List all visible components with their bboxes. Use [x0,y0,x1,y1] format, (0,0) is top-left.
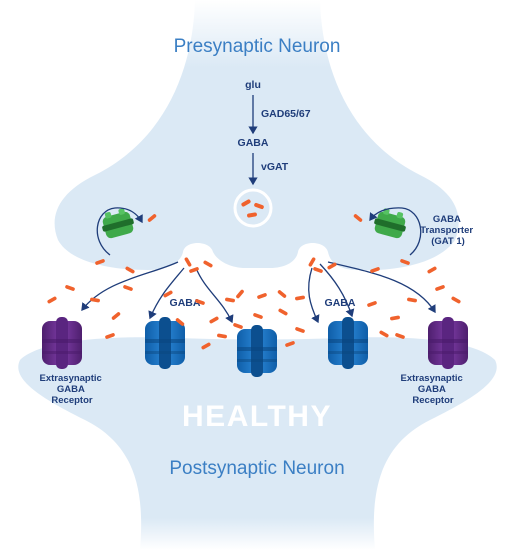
gaba-molecule [295,327,305,333]
gaba-molecule [236,289,244,299]
gaba-molecule [209,316,219,324]
gaba-molecule [313,267,323,273]
transporter-left-arrow [96,207,143,256]
release-arrow-left-1 [81,261,179,312]
gaba-molecule [427,266,437,274]
gaba-molecule [201,342,211,350]
gaba-molecule [277,290,287,298]
release-arrow-right-2 [319,263,355,318]
transporter-label: GABA Transporter (GAT 1) [420,214,475,247]
vgat-label: vGAT [261,161,289,173]
gaba-molecule [111,312,121,320]
gaba-molecule [95,259,105,265]
release-arrow-left-3 [195,267,234,324]
extrasynaptic-receptor-left [42,317,82,369]
gaba-molecule [195,299,205,305]
gaba-molecule [308,257,316,267]
gaba-left-label: GABA [170,297,201,309]
gad-label: GAD65/67 [261,108,311,120]
gaba-molecule [147,214,157,222]
synaptic-receptor-1 [145,317,185,369]
synaptic-receptor-3 [328,317,368,369]
release-arrow-right-1 [308,267,320,324]
vesicle-gaba-molecules [241,199,264,218]
gaba-molecule [390,315,400,321]
gaba-molecule [123,285,133,291]
gaba-molecule [189,267,199,273]
cleft-gaba-molecules [47,214,461,350]
gaba-molecule [295,295,305,301]
extrasynaptic-label-left: Extrasynaptic GABA Receptor [40,373,105,406]
gaba-molecule [285,341,295,347]
gaba-molecule [225,297,235,303]
gaba-molecule [327,262,337,270]
gaba-molecule [90,297,100,303]
release-arrow-right-3 [327,261,436,314]
gaba-molecule [395,333,405,339]
gaba-molecule [175,318,185,326]
extrasynaptic-receptor-right [428,317,468,369]
gaba-molecule [257,293,267,299]
gaba-molecule [278,308,288,316]
gaba-molecule [47,296,57,304]
gaba-molecule [400,259,410,265]
gaba-molecule [379,330,389,338]
presynaptic-neuron-body [54,0,459,271]
gaba-molecule [217,333,227,339]
gaba-molecule [353,214,363,222]
synaptic-receptor-2 [237,325,277,377]
glu-label: glu [245,79,261,91]
postsynaptic-neuron-body [18,337,497,550]
gaba-molecule [253,313,263,319]
gaba-transporter-right [374,208,406,239]
gaba-molecule [407,297,417,303]
gaba-molecule [184,257,192,267]
transporter-right-arrow [369,207,422,256]
gaba-right-label: GABA [325,297,356,309]
gaba-molecule [451,296,461,304]
postsynaptic-title: Postsynaptic Neuron [169,458,344,479]
gaba-molecule [435,285,445,291]
extrasynaptic-label-right: Extrasynaptic GABA Receptor [401,373,466,406]
presynaptic-title: Presynaptic Neuron [174,36,341,57]
gaba-molecule [367,301,377,307]
gaba-molecule [370,267,380,273]
gaba-molecule [233,323,243,329]
gaba-molecule [203,260,213,268]
synaptic-vesicle [233,188,273,228]
gaba-transporter-left [102,208,134,239]
gaba-top-label: GABA [238,137,269,149]
gaba-molecule [125,266,135,274]
gaba-molecule [105,333,115,339]
release-arrow-left-2 [148,267,185,320]
gaba-molecule [65,285,75,291]
gaba-molecule [163,290,173,298]
healthy-status-label: HEALTHY [182,400,332,433]
